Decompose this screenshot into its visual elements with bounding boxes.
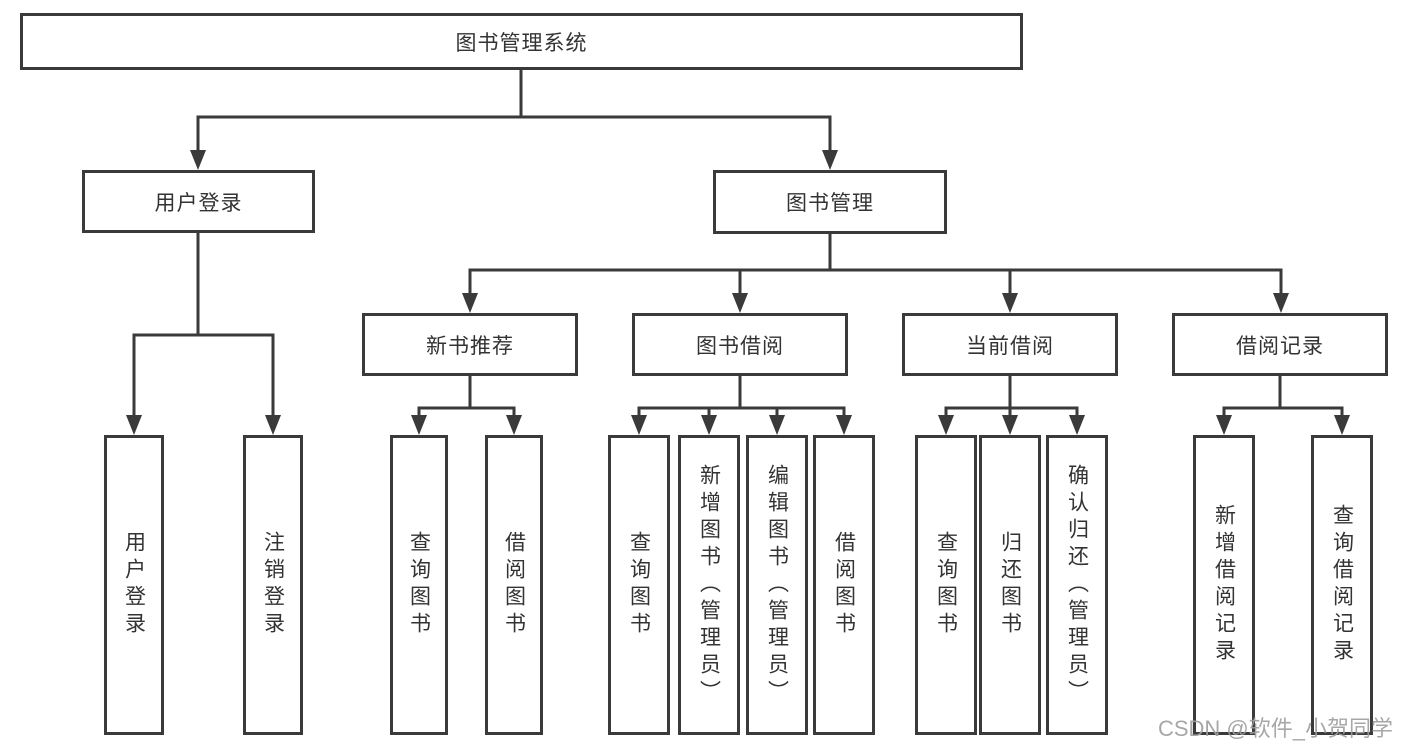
node-borrow-records-label: 借阅记录 bbox=[1236, 334, 1324, 358]
leaf-user-login-label: 用户登录 bbox=[122, 531, 146, 639]
leaf-borrow-borrow-books: 借阅图书 bbox=[813, 435, 875, 735]
leaf-user-login: 用户登录 bbox=[104, 435, 164, 735]
leaf-current-confirm-return-admin: 确认归还（管理员） bbox=[1046, 435, 1108, 735]
leaf-borrow-add-books-admin: 新增图书（管理员） bbox=[678, 435, 740, 735]
leaf-record-add-borrow-record-label: 新增借阅记录 bbox=[1212, 504, 1236, 666]
leaf-record-query-borrow-record-label: 查询借阅记录 bbox=[1330, 504, 1354, 666]
leaf-borrow-edit-books-admin-label: 编辑图书（管理员） bbox=[765, 463, 789, 707]
leaf-record-query-borrow-record: 查询借阅记录 bbox=[1311, 435, 1373, 735]
csdn-watermark: CSDN @软件_小贺同学 bbox=[1157, 716, 1393, 741]
leaf-current-return-books: 归还图书 bbox=[979, 435, 1041, 735]
node-current-borrow: 当前借阅 bbox=[902, 313, 1118, 376]
leaf-current-query-books: 查询图书 bbox=[915, 435, 977, 735]
node-new-book-recommend: 新书推荐 bbox=[362, 313, 578, 376]
leaf-newbook-query-books-label: 查询图书 bbox=[407, 531, 431, 639]
leaf-borrow-query-books-label: 查询图书 bbox=[627, 531, 651, 639]
node-root-label: 图书管理系统 bbox=[455, 31, 588, 55]
node-book-borrow-label: 图书借阅 bbox=[696, 334, 784, 358]
leaf-borrow-query-books: 查询图书 bbox=[608, 435, 670, 735]
node-user-login: 用户登录 bbox=[82, 170, 315, 233]
leaf-newbook-borrow-books-label: 借阅图书 bbox=[502, 531, 526, 639]
leaf-logout-label: 注销登录 bbox=[261, 531, 285, 639]
node-book-borrow: 图书借阅 bbox=[632, 313, 848, 376]
leaf-current-query-books-label: 查询图书 bbox=[934, 531, 958, 639]
node-root: 图书管理系统 bbox=[20, 13, 1023, 70]
leaf-current-return-books-label: 归还图书 bbox=[998, 531, 1022, 639]
leaf-borrow-borrow-books-label: 借阅图书 bbox=[832, 531, 856, 639]
leaf-logout: 注销登录 bbox=[243, 435, 303, 735]
node-book-management: 图书管理 bbox=[713, 170, 947, 234]
node-book-management-label: 图书管理 bbox=[786, 192, 874, 215]
leaf-borrow-add-books-admin-label: 新增图书（管理员） bbox=[697, 463, 721, 707]
leaf-record-add-borrow-record: 新增借阅记录 bbox=[1193, 435, 1255, 735]
leaf-newbook-borrow-books: 借阅图书 bbox=[485, 435, 543, 735]
node-current-borrow-label: 当前借阅 bbox=[966, 334, 1054, 358]
leaf-current-confirm-return-admin-label: 确认归还（管理员） bbox=[1065, 463, 1089, 707]
leaf-newbook-query-books: 查询图书 bbox=[390, 435, 448, 735]
leaf-borrow-edit-books-admin: 编辑图书（管理员） bbox=[746, 435, 808, 735]
node-new-book-recommend-label: 新书推荐 bbox=[426, 334, 514, 358]
node-user-login-label: 用户登录 bbox=[154, 191, 243, 215]
node-borrow-records: 借阅记录 bbox=[1172, 313, 1388, 376]
